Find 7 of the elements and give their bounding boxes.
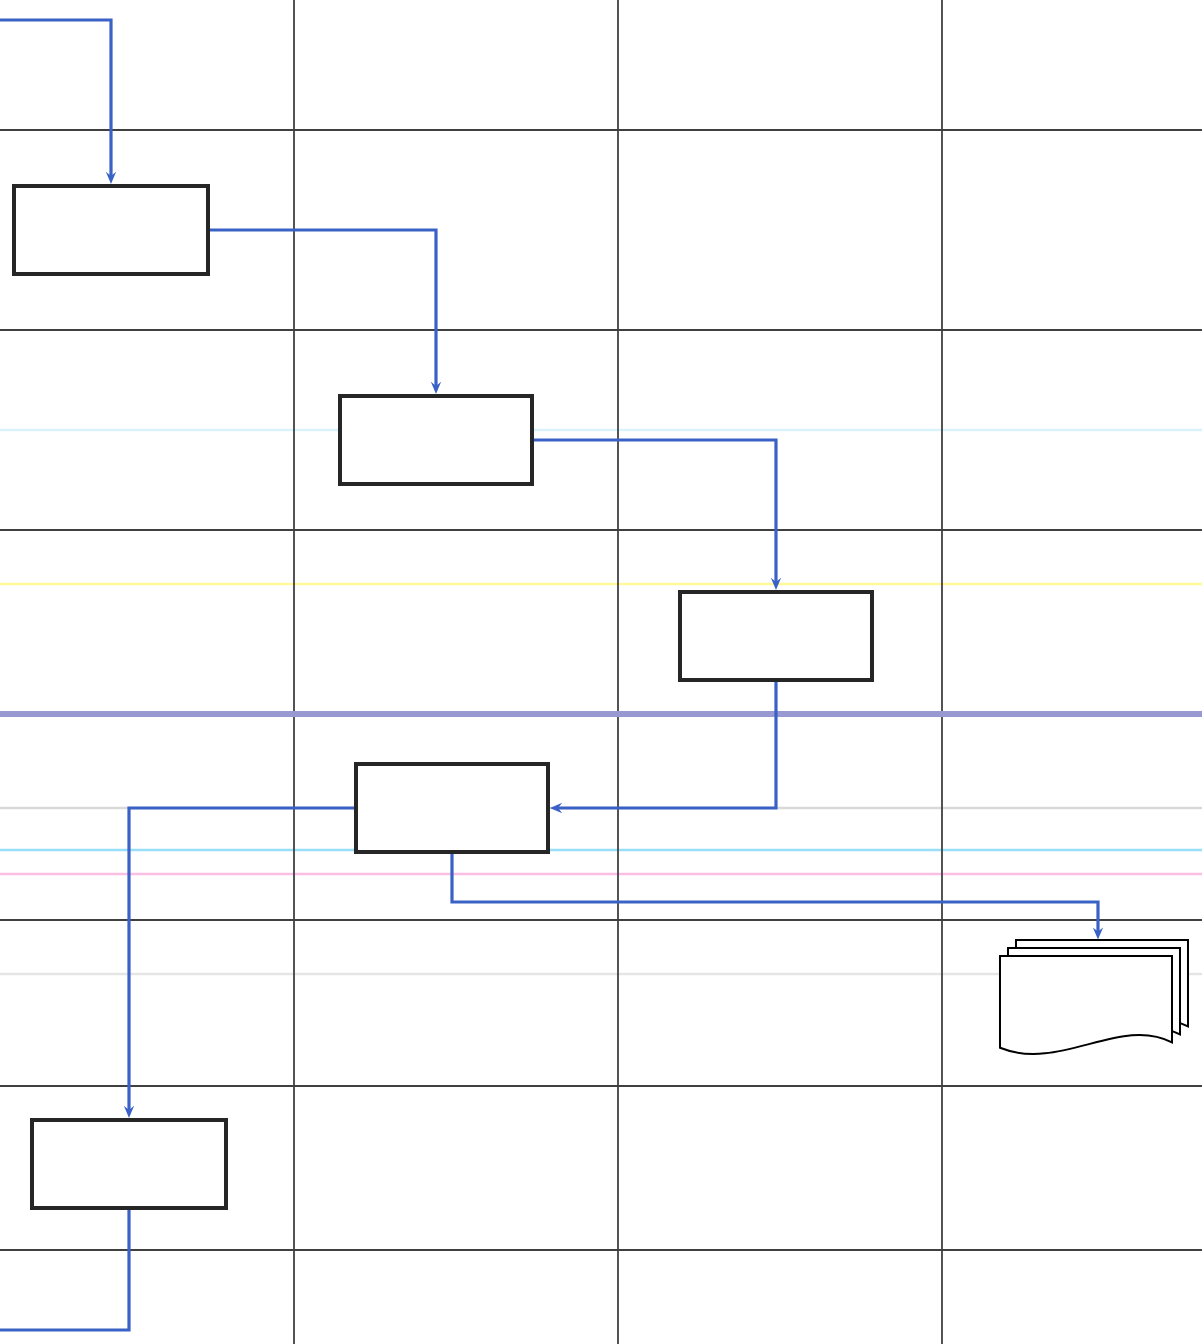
process-box [678,590,874,682]
connector-line [0,1210,131,1332]
process-box [30,1118,228,1210]
process-box [12,184,210,276]
process-box [354,762,550,854]
multi-document-symbol [999,939,1189,1055]
process-box [338,394,534,486]
